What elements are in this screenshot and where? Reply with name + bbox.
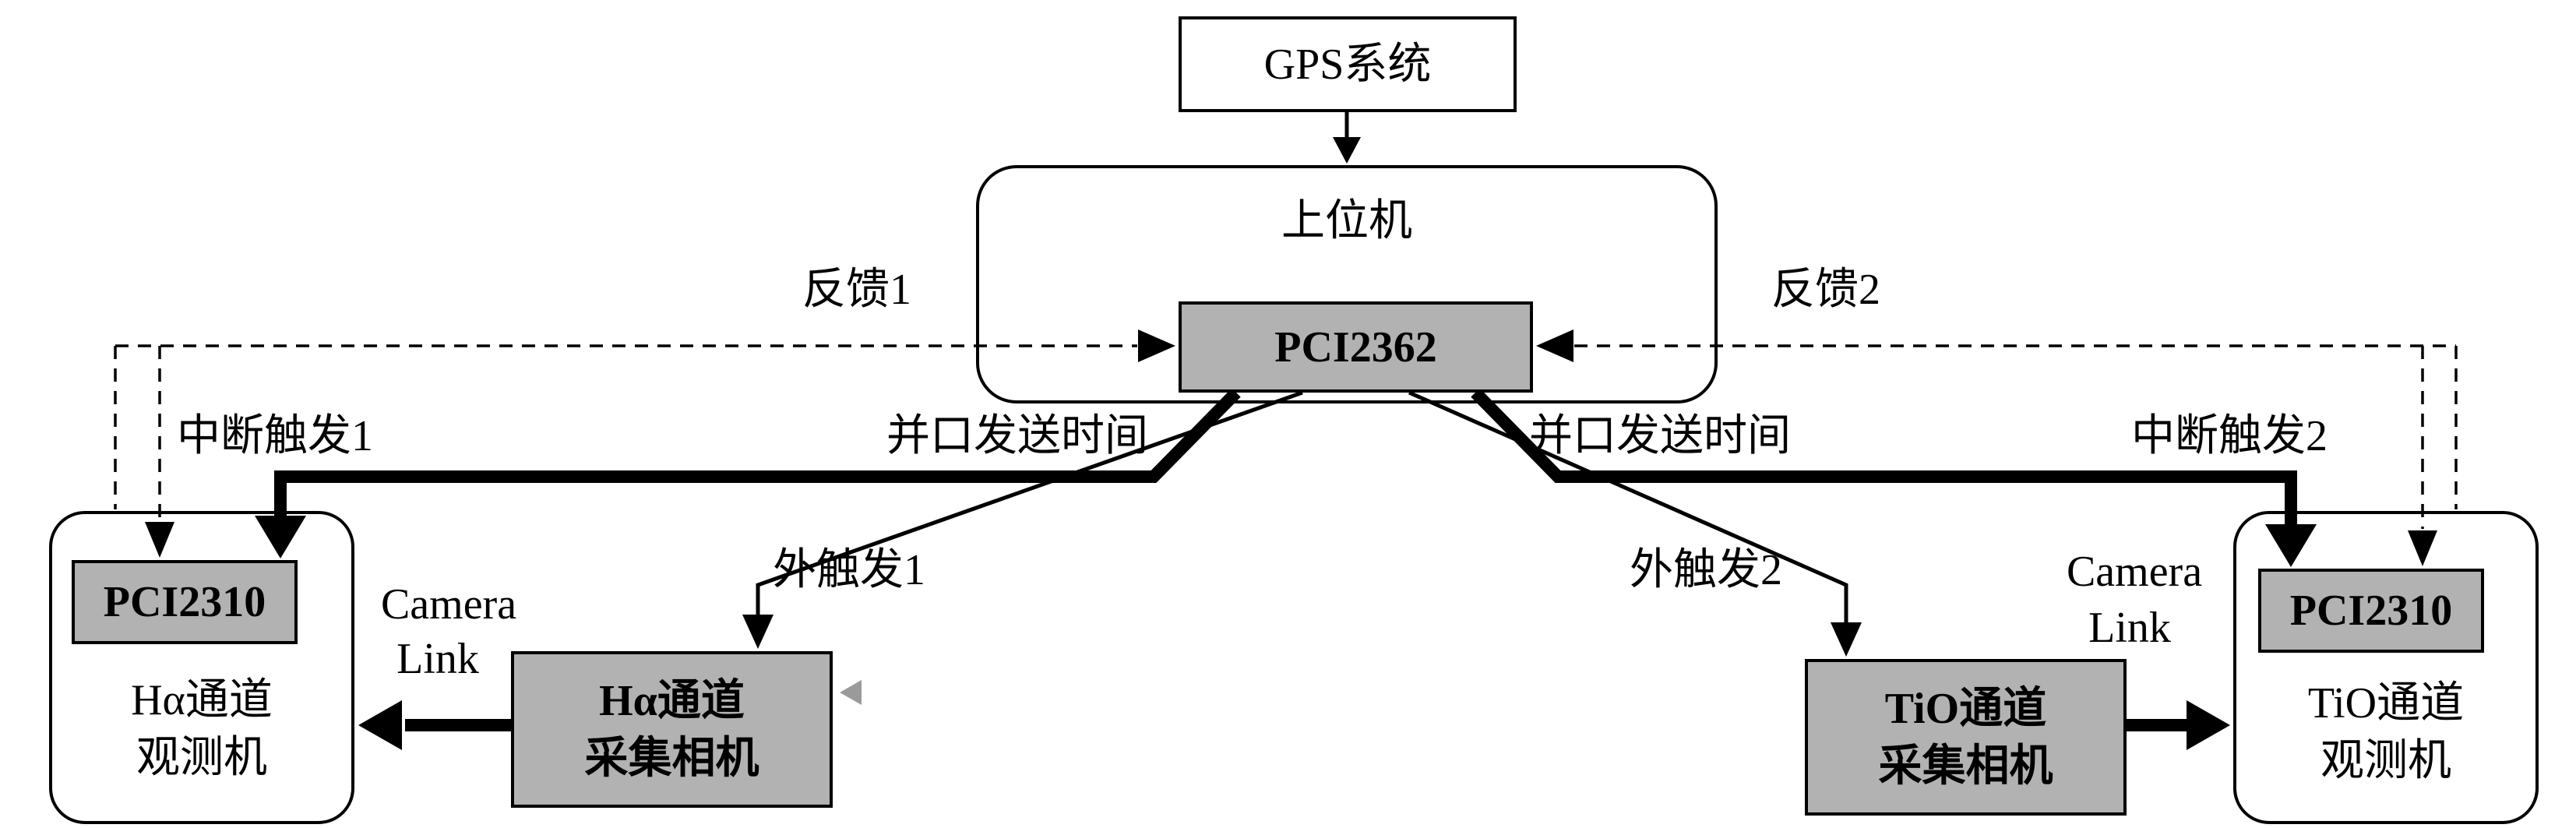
gps-to-host-arrow xyxy=(1333,112,1361,164)
right-camera-node: TiO通道 采集相机 xyxy=(1805,659,2127,816)
feedback1-label: 反馈1 xyxy=(802,266,911,314)
camera-link-right-arrow xyxy=(2127,700,2230,750)
left-pci2310-label: PCI2310 xyxy=(103,578,266,626)
ext-trigger1-label: 外触发1 xyxy=(773,546,925,594)
left-camera-label-line2: 采集相机 xyxy=(584,734,759,783)
right-pci2310-label: PCI2310 xyxy=(2289,587,2453,635)
right-pci2310-card: PCI2310 xyxy=(2258,569,2484,653)
camera-link-left-arrow xyxy=(358,700,511,750)
right-camera-label-line1: TiO通道 xyxy=(1884,684,2047,733)
camera-link-right-label-line1: Camera xyxy=(2066,548,2203,596)
left-observer-name-line1: Hα通道 xyxy=(131,676,273,724)
ext-trigger1-arrowhead xyxy=(742,615,774,649)
ext-trigger2-label: 外触发2 xyxy=(1630,546,1782,594)
interrupt1-label: 中断触发1 xyxy=(177,412,373,460)
pci2362-card: PCI2362 xyxy=(1179,301,1533,393)
parallel-time-right-label: 并口发送时间 xyxy=(1529,412,1791,460)
parallel-time-left-label: 并口发送时间 xyxy=(886,412,1148,460)
left-camera-label-line1: Hα通道 xyxy=(599,676,745,725)
right-observer-name-line1: TiO通道 xyxy=(2307,679,2465,728)
left-camera-node: Hα通道 采集相机 xyxy=(511,651,833,808)
stray-gray-arrow-artifact xyxy=(840,680,862,705)
ext-trigger2-arrowhead xyxy=(1831,622,1862,657)
gps-node: GPS系统 xyxy=(1179,16,1517,112)
interrupt2-label: 中断触发2 xyxy=(2131,412,2328,460)
camera-link-left-label-line2: Link xyxy=(396,635,479,683)
right-observer-name-line2: 观测机 xyxy=(2321,737,2451,785)
camera-link-right-label-line2: Link xyxy=(2088,604,2171,652)
pci2362-label: PCI2362 xyxy=(1274,322,1437,372)
camera-link-left-label-line1: Camera xyxy=(380,580,517,629)
feedback2-label: 反馈2 xyxy=(1771,266,1880,314)
left-observer-name: Hα通道 观测机 xyxy=(49,671,354,787)
camera-link-right-arrowhead xyxy=(2187,700,2230,750)
right-camera-label-line2: 采集相机 xyxy=(1878,742,2053,791)
left-observer-name-line2: 观测机 xyxy=(136,734,267,782)
right-observer-name: TiO通道 观测机 xyxy=(2233,675,2539,790)
gps-label: GPS系统 xyxy=(1263,40,1432,89)
camera-link-left-arrowhead xyxy=(358,700,402,750)
host-label: 上位机 xyxy=(1281,197,1412,245)
left-pci2310-card: PCI2310 xyxy=(72,560,298,644)
